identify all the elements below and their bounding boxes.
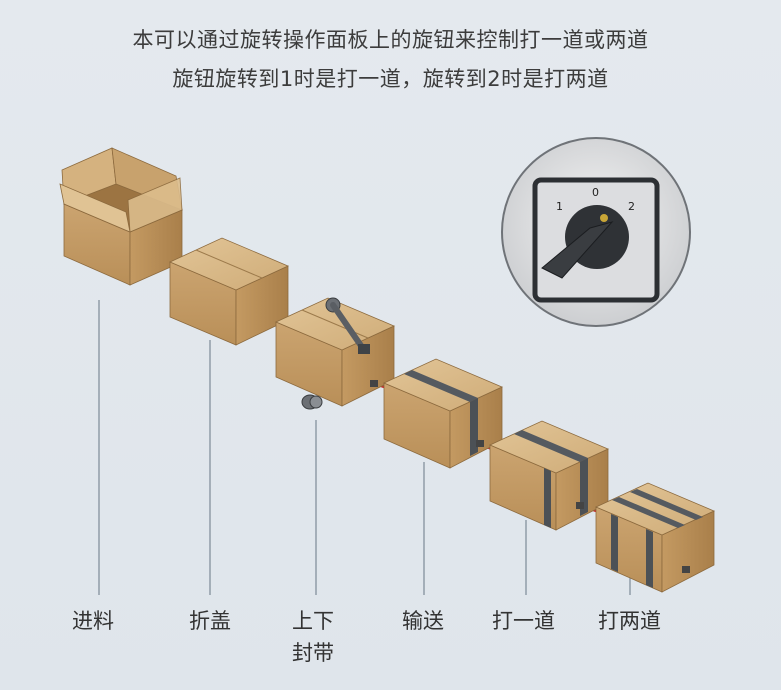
knob-handle: [541, 221, 614, 279]
stage-label-feed: 进料: [72, 609, 114, 633]
knob-indicator: [600, 214, 608, 222]
knob-label-0: 0: [592, 186, 599, 199]
knob-label-1: 1: [556, 200, 563, 213]
box-sealing: [275, 297, 395, 410]
stage-label-double-strap: 打两道: [598, 609, 661, 633]
stage-label-seal-line1: 上下: [292, 609, 334, 633]
stage-label-convey: 输送: [402, 609, 444, 633]
stage-label-single-strap: 打一道: [492, 609, 555, 633]
box-double-strap: [595, 482, 715, 593]
knob-label-2: 2: [628, 200, 635, 213]
stage-label-fold: 折盖: [189, 609, 231, 633]
rotary-knob-panel: 1 0 2: [501, 137, 691, 327]
box-open-feed: [59, 147, 184, 286]
box-single-strap: [489, 420, 609, 531]
box-conveying: [383, 358, 503, 469]
caption-line-1: 本可以通过旋转操作面板上的旋钮来控制打一道或两道: [132, 28, 649, 52]
sealing-arm: [325, 297, 370, 354]
caption-line-2: 旋钮旋转到1时是打一道，旋转到2时是打两道: [172, 67, 609, 91]
bottom-roller: [301, 394, 323, 410]
box-folded: [169, 237, 289, 346]
stage-label-seal-line2: 封带: [292, 641, 334, 665]
stage-label-seal: 上下 封带: [292, 605, 334, 669]
